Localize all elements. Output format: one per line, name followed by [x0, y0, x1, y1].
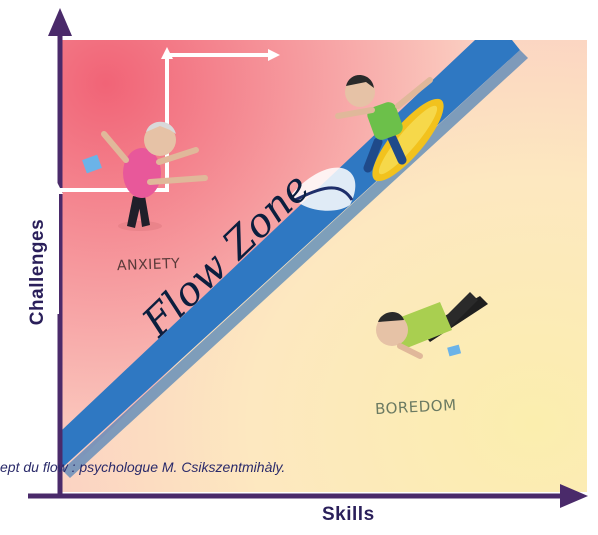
staircase-arrowhead-1 — [51, 182, 63, 194]
staircase-arrowhead-3 — [268, 49, 280, 61]
source-caption: ept du flow : psychologue M. Csikszentmi… — [0, 459, 286, 475]
anxious-person-icon — [82, 121, 208, 231]
y-axis-label-text: Challenges — [27, 218, 48, 326]
staircase-arrowhead-2 — [161, 47, 173, 59]
anxiety-label: ANXIETY — [116, 255, 181, 275]
bored-person-icon — [376, 292, 488, 359]
y-axis-label: Challenges — [8, 212, 68, 332]
y-axis-arrowhead — [48, 8, 72, 36]
staircase-arrow-icon — [55, 53, 272, 314]
surfer-icon — [290, 74, 444, 211]
x-axis-arrowhead — [560, 484, 588, 508]
x-axis-label: Skills — [322, 504, 375, 525]
